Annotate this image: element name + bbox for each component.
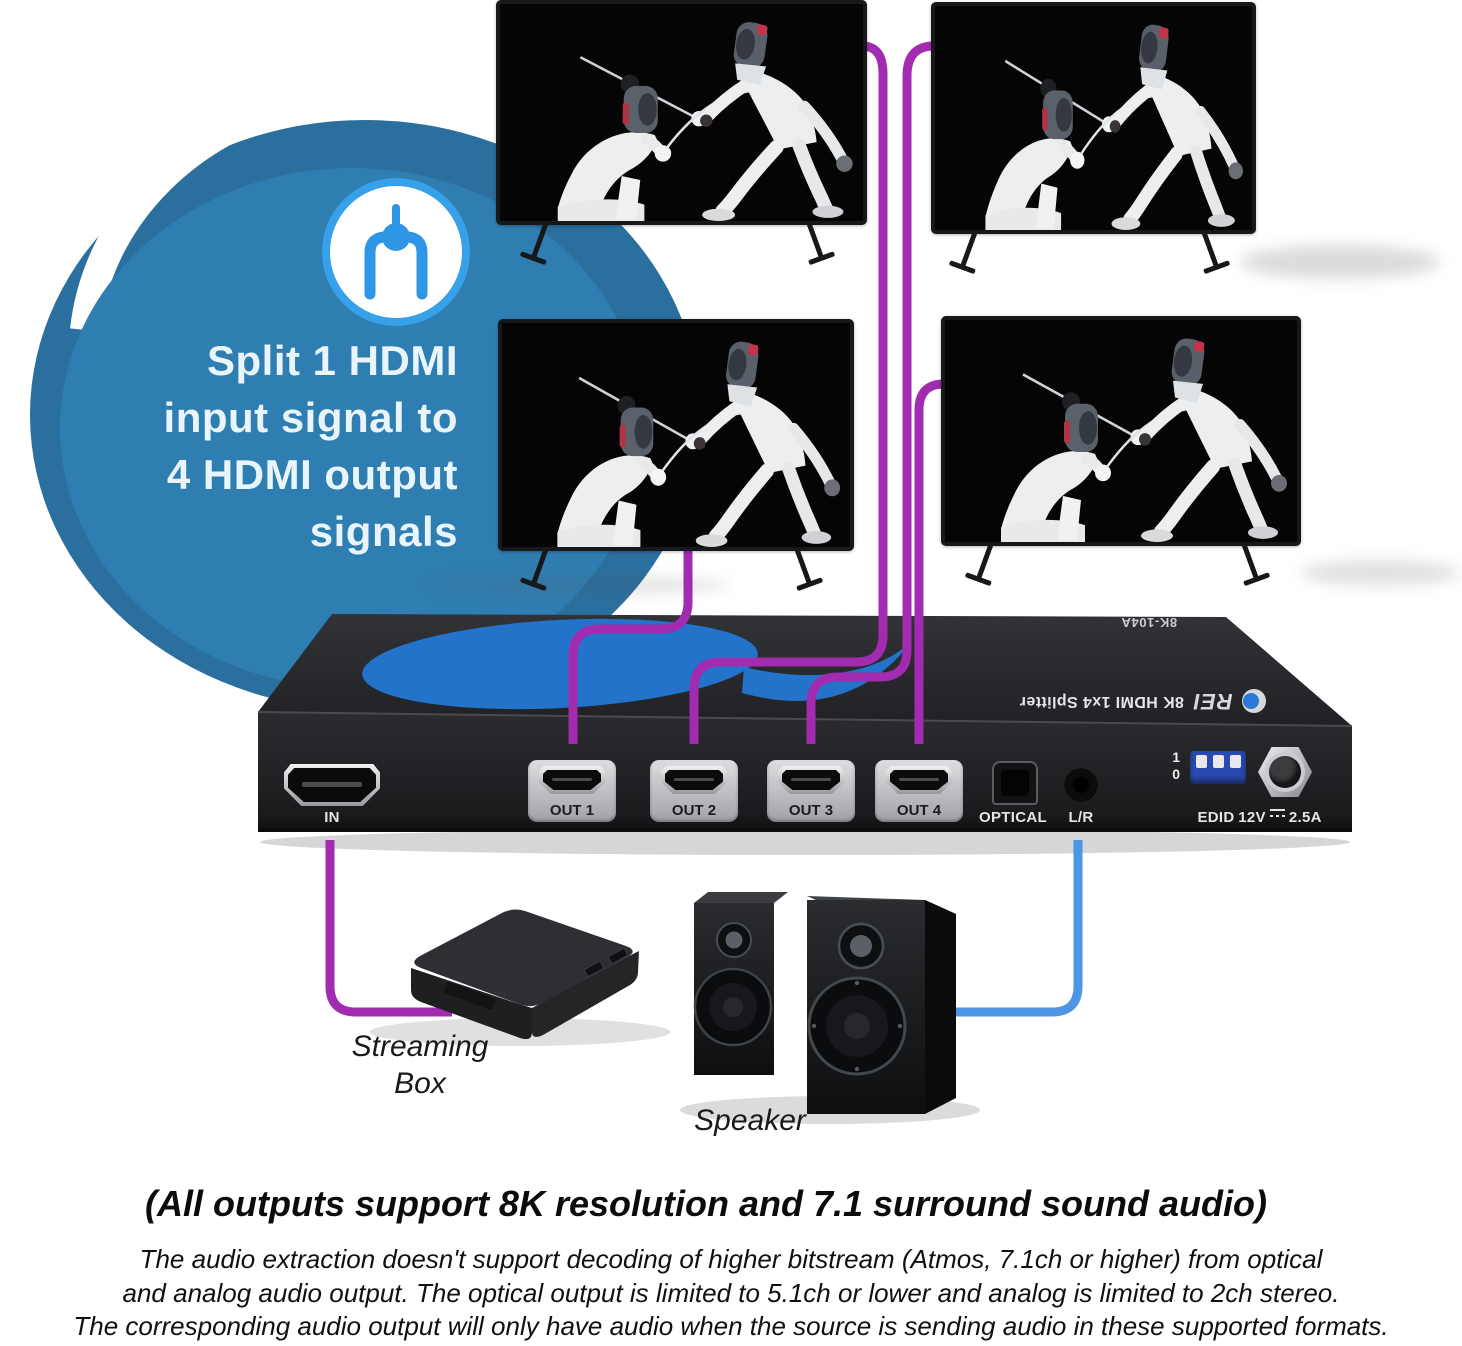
hdmi-cable-out3 [806,41,935,744]
power-current: 2.5A [1288,809,1322,826]
audio-cable-lr [950,840,1083,1017]
usb-port [583,960,605,978]
tv-shadow [430,575,730,595]
hdmi-out3-port: OUT 3 [767,760,855,822]
tv-screen [496,0,867,225]
out2-label: OUT 2 [671,802,717,819]
hdmi-out1-port: OUT 1 [528,760,616,822]
hdmi-cable-input [325,840,452,1017]
hdmi-in-port [284,764,380,806]
speaker-label: Speaker [694,1104,806,1137]
info-bubble-shape [30,75,700,710]
out3-label: OUT 3 [788,802,834,819]
device-top-logo-swoosh [362,618,912,710]
hdmi-out4-opening [886,766,952,794]
front-port-recess [444,982,496,1010]
tv-screen [931,2,1256,234]
dip-off-label: 0 [1172,766,1180,782]
hdmi-cable-out4 [914,379,945,744]
tv-shadow [1240,245,1440,279]
optical-audio-port [992,761,1038,805]
disclaimer-line: and analog audio output. The optical out… [122,1277,1340,1308]
edid-label: EDID [1197,809,1235,826]
out4-label: OUT 4 [896,802,942,819]
hdmi-out2-port: OUT 2 [650,760,738,822]
in-port-label: IN [324,809,340,826]
speaker-left [693,892,788,1075]
bubble-heading: Split 1 HDMI input signal to 4 HDMI outp… [80,332,458,560]
hdmi-cable-out2 [689,41,888,744]
bubble-heading-line: 4 HDMI output [166,451,458,498]
analog-audio-jack [1064,768,1098,802]
optical-label: OPTICAL [979,809,1047,826]
disclaimer-line: The audio extraction doesn't support dec… [139,1244,1323,1274]
bubble-heading-line: input signal to [163,394,458,441]
tv-screen [941,316,1301,546]
tv-bottom-left [498,319,854,592]
tv-shadow [1300,560,1460,586]
dc-symbol-icon [1269,809,1285,820]
out1-label: OUT 1 [549,802,595,819]
edid-dip-switch [1190,751,1246,784]
footer-headline: (All outputs support 8K resolution and 7… [145,1183,1267,1224]
tv-bottom-right [941,316,1301,587]
hdmi-out4-port: OUT 4 [875,760,963,822]
hdmi-out3-opening [778,766,844,794]
streaming-box [411,909,639,1040]
tv-screen [498,319,854,551]
power-voltage: 12V [1238,809,1266,826]
usb-port [607,947,629,965]
bubble-heading-line: signals [309,508,458,555]
hdmi-out1-opening [539,766,605,794]
hdmi-cable-out1 [568,545,693,744]
analog-label: L/R [1068,809,1094,826]
hdmi-out2-opening [661,766,727,794]
speaker-right [807,896,956,1114]
power-label: 12V 2.5A [1218,809,1342,826]
streaming-box-label: Streaming Box [351,1030,489,1100]
footer-disclaimer: The audio extraction doesn't support dec… [0,1243,1462,1344]
split-signal-icon [322,178,470,326]
tv-top-right [931,2,1256,275]
dip-on-label: 1 [1172,749,1180,765]
tv-top-left [496,0,867,266]
bubble-heading-line: Split 1 HDMI [206,337,458,384]
disclaimer-line: The corresponding audio output will only… [73,1311,1389,1341]
hdmi-in-opening [288,768,376,802]
